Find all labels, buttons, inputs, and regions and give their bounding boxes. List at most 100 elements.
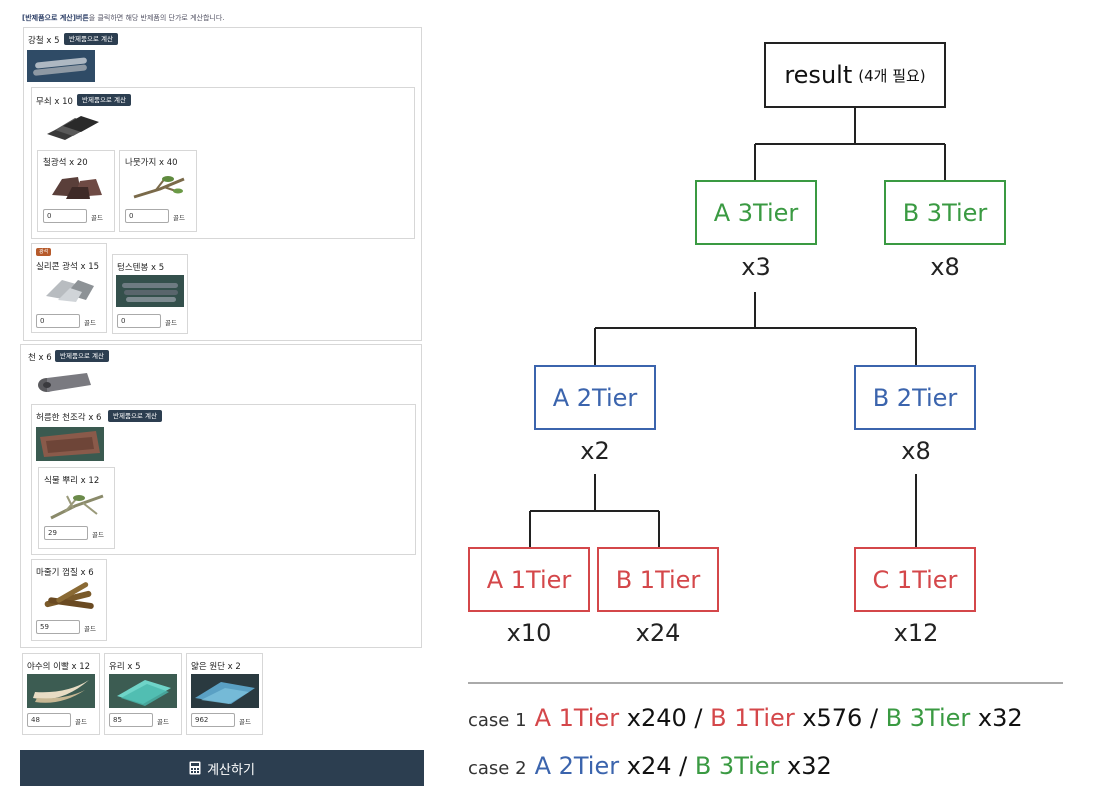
node-b3-label: B 3Tier (902, 198, 988, 227)
calculate-button[interactable]: 계산하기 (20, 750, 424, 786)
mult-a3: x3 (741, 253, 771, 281)
instruction-hint: [반제품으로 계산]버튼을 클릭하면 해당 반제품의 단가로 계산합니다. (22, 13, 225, 23)
case-1-part-1-name: A 1Tier (534, 704, 620, 732)
mult-c1: x12 (893, 619, 939, 647)
tungsten-image (116, 275, 184, 307)
tungsten-card: 텅스텐봉 x 5 골드 (112, 254, 188, 334)
root-image (50, 494, 104, 520)
result-node: result (4개 필요) (764, 42, 946, 108)
bark-price-input[interactable] (36, 620, 80, 634)
node-a1: A 1Tier (468, 547, 590, 612)
iron-ore-card: 철광석 x 20 골드 (37, 150, 115, 232)
mult-b3: x8 (930, 253, 960, 281)
iron-title: 무쇠 x 10 (36, 97, 73, 107)
fang-price-input[interactable] (27, 713, 71, 727)
node-a2: A 2Tier (534, 365, 656, 430)
iron-group: 무쇠 x 10 반제품으로 계산 철광석 x 20 골드 나뭇가지 x 40 (31, 87, 415, 239)
case-2: case 2 A 2Tier x24 / B 3Tier x32 (468, 752, 832, 780)
glass-image (109, 674, 177, 708)
node-b3: B 3Tier (884, 180, 1006, 245)
hint-button-ref: [반제품으로 계산]버튼 (22, 14, 89, 22)
glass-title: 유리 x 5 (109, 662, 141, 672)
case-1-part-3-name: B 3Tier (885, 704, 971, 732)
node-a2-label: A 2Tier (552, 383, 638, 412)
node-c1: C 1Tier (854, 547, 976, 612)
steel-image (27, 50, 95, 82)
case-2-part-2-qty: x32 (779, 752, 832, 780)
node-c1-label: C 1Tier (872, 565, 958, 594)
bark-title: 마줄기 껍질 x 6 (36, 568, 94, 578)
node-a1-label: A 1Tier (486, 565, 572, 594)
silicon-badge: 광석 (36, 248, 52, 256)
fabric-card: 얇은 원단 x 2 골드 (186, 653, 263, 735)
tungsten-title: 텅스텐봉 x 5 (117, 263, 165, 273)
rag-semi-button[interactable]: 반제품으로 계산 (108, 410, 162, 422)
case-2-label: case 2 (468, 758, 527, 779)
case-1-label: case 1 (468, 710, 527, 731)
rag-image (36, 427, 104, 461)
case-2-part-2-name: B 3Tier (694, 752, 780, 780)
root-title: 식물 뿌리 x 12 (44, 476, 100, 486)
glass-gold-label: 골드 (157, 718, 169, 726)
calculator-icon (189, 761, 201, 775)
node-b1: B 1Tier (597, 547, 719, 612)
branch-image (133, 176, 185, 199)
fabric-gold-label: 골드 (239, 718, 251, 726)
branch-gold-label: 골드 (173, 214, 185, 222)
fang-card: 야수의 이빨 x 12 골드 (22, 653, 100, 735)
silicon-price-input[interactable] (36, 314, 80, 328)
mult-b2: x8 (901, 437, 931, 465)
result-label: result (784, 61, 853, 89)
steel-semi-button[interactable]: 반제품으로 계산 (64, 33, 118, 45)
case-1-part-2-name: B 1Tier (710, 704, 795, 732)
root-price-input[interactable] (44, 526, 88, 540)
cloth-title: 천 x 6 (28, 353, 52, 363)
rag-group: 허름한 천조각 x 6 반제품으로 계산 식물 뿌리 x 12 골드 (31, 404, 416, 555)
case-1-sep-1: / (686, 704, 711, 732)
tungsten-price-input[interactable] (117, 314, 161, 328)
silicon-gold-label: 골드 (84, 319, 96, 327)
root-card: 식물 뿌리 x 12 골드 (38, 467, 115, 549)
mult-a1: x10 (506, 619, 552, 647)
iron-ore-price-input[interactable] (43, 209, 87, 223)
cloth-semi-button[interactable]: 반제품으로 계산 (55, 350, 109, 362)
case-1-part-1-qty: x240 (619, 704, 687, 732)
silicon-title: 실리콘 광석 x 15 (36, 262, 100, 272)
glass-card: 유리 x 5 골드 (104, 653, 182, 735)
fabric-title: 얇은 원단 x 2 (191, 662, 241, 672)
case-1-sep-2: / (862, 704, 886, 732)
fabric-price-input[interactable] (191, 713, 235, 727)
root-gold-label: 골드 (92, 531, 104, 539)
node-a3: A 3Tier (695, 180, 817, 245)
node-b1-label: B 1Tier (615, 565, 701, 594)
node-a3-label: A 3Tier (713, 198, 799, 227)
fang-image (27, 674, 95, 708)
iron-semi-button[interactable]: 반제품으로 계산 (77, 94, 131, 106)
fabric-image (191, 674, 259, 708)
branch-price-input[interactable] (125, 209, 169, 223)
cloth-group: 천 x 6 반제품으로 계산 허름한 천조각 x 6 반제품으로 계산 식물 뿌… (20, 344, 422, 648)
node-b2: B 2Tier (854, 365, 976, 430)
mult-a2: x2 (580, 437, 610, 465)
silicon-image (46, 280, 94, 302)
branch-title: 나뭇가지 x 40 (125, 158, 178, 168)
case-2-part-1-name: A 2Tier (534, 752, 620, 780)
iron-ore-gold-label: 골드 (91, 214, 103, 222)
mult-b1: x24 (635, 619, 681, 647)
bark-card: 마줄기 껍질 x 6 골드 (31, 559, 107, 641)
rag-title: 허름한 천조각 x 6 (36, 413, 102, 423)
steel-group: 강철 x 5 반제품으로 계산 무쇠 x 10 반제품으로 계산 철광석 x 2… (23, 27, 422, 341)
cloth-image (38, 373, 91, 392)
node-b2-label: B 2Tier (872, 383, 958, 412)
iron-image (47, 116, 99, 140)
iron-ore-image (52, 177, 102, 199)
steel-title: 강철 x 5 (28, 36, 60, 46)
bark-image (44, 582, 94, 609)
case-2-sep-1: / (671, 752, 695, 780)
case-2-part-1-qty: x24 (619, 752, 672, 780)
tungsten-gold-label: 골드 (165, 319, 177, 327)
glass-price-input[interactable] (109, 713, 153, 727)
silicon-card: 광석 실리콘 광석 x 15 골드 (31, 243, 107, 333)
